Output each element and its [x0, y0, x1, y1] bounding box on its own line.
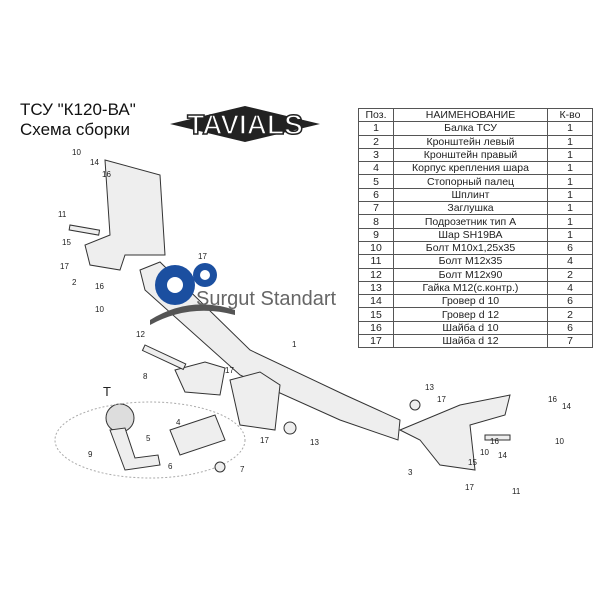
part-callout: 14: [90, 158, 99, 167]
part-callout: 11: [58, 210, 67, 219]
part-callout: 17: [465, 483, 474, 492]
middle-bracket: [229, 371, 281, 431]
part-callout: 4: [176, 418, 181, 427]
svg-text:TAVIALS: TAVIALS: [187, 109, 303, 140]
nut-13: [283, 421, 297, 435]
part-callout: T: [103, 384, 111, 399]
cap-7: [214, 461, 226, 473]
row-name: Кронштейн левый: [393, 134, 548, 149]
nut-13b: [409, 399, 421, 411]
row-qty: 1: [547, 201, 593, 216]
part-callout: 16: [548, 395, 557, 404]
part-callout: 3: [408, 468, 413, 477]
row-name: Шайба d 12: [393, 334, 548, 349]
diagram-subtitle: Схема сборки: [20, 120, 130, 139]
part-callout: 11: [512, 487, 521, 496]
part-callout: 17: [260, 436, 269, 445]
bolt-10: [484, 434, 511, 441]
watermark-gear-icon: [150, 263, 235, 325]
row-name: Болт М10х1,25х35: [393, 240, 548, 256]
part-callout: 10: [72, 148, 81, 157]
coupling-outline: [54, 401, 246, 479]
part-callout: 12: [136, 330, 145, 339]
bolt-12: [141, 344, 187, 371]
part-callout: 17: [60, 262, 69, 271]
part-callout: 14: [562, 402, 571, 411]
part-callout: 13: [310, 438, 319, 447]
tow-ball: [105, 403, 135, 433]
ball-neck: [109, 427, 161, 471]
part-callout: 13: [425, 383, 434, 392]
part-callout: 14: [498, 451, 507, 460]
diagram-title: ТСУ "К120-ВА": [20, 100, 136, 119]
part-callout: 9: [88, 450, 93, 459]
part-callout: 6: [168, 462, 173, 471]
part-callout: 16: [95, 282, 104, 291]
part-callout: 10: [480, 448, 489, 457]
part-callout: 17: [225, 366, 234, 375]
left-bracket: [84, 159, 166, 271]
part-callout: 10: [95, 305, 104, 314]
row-name: Кронштейн правый: [393, 147, 548, 163]
part-callout: 2: [72, 278, 77, 287]
part-callout: 16: [490, 437, 499, 446]
ball-mount-body: [169, 414, 226, 456]
tavials-logo: TAVIALS: [170, 106, 320, 142]
part-callout: 1: [292, 340, 297, 349]
right-bracket: [398, 394, 511, 471]
part-callout: 5: [146, 434, 151, 443]
part-callout: 16: [102, 170, 111, 179]
part-callout: 15: [468, 458, 477, 467]
row-qty: 7: [547, 334, 593, 349]
part-callout: 15: [62, 238, 71, 247]
part-callout: 10: [555, 437, 564, 446]
part-callout: 17: [198, 252, 207, 261]
watermark-text: Surgut Standart: [196, 288, 337, 310]
table-header: Поз. НАИМЕНОВАНИЕ К-во: [358, 107, 593, 123]
part-callout: 8: [143, 372, 148, 381]
part-callout: 7: [240, 465, 245, 474]
socket-plate: [174, 361, 226, 396]
bolt-11: [68, 224, 101, 236]
part-callout: 17: [437, 395, 446, 404]
